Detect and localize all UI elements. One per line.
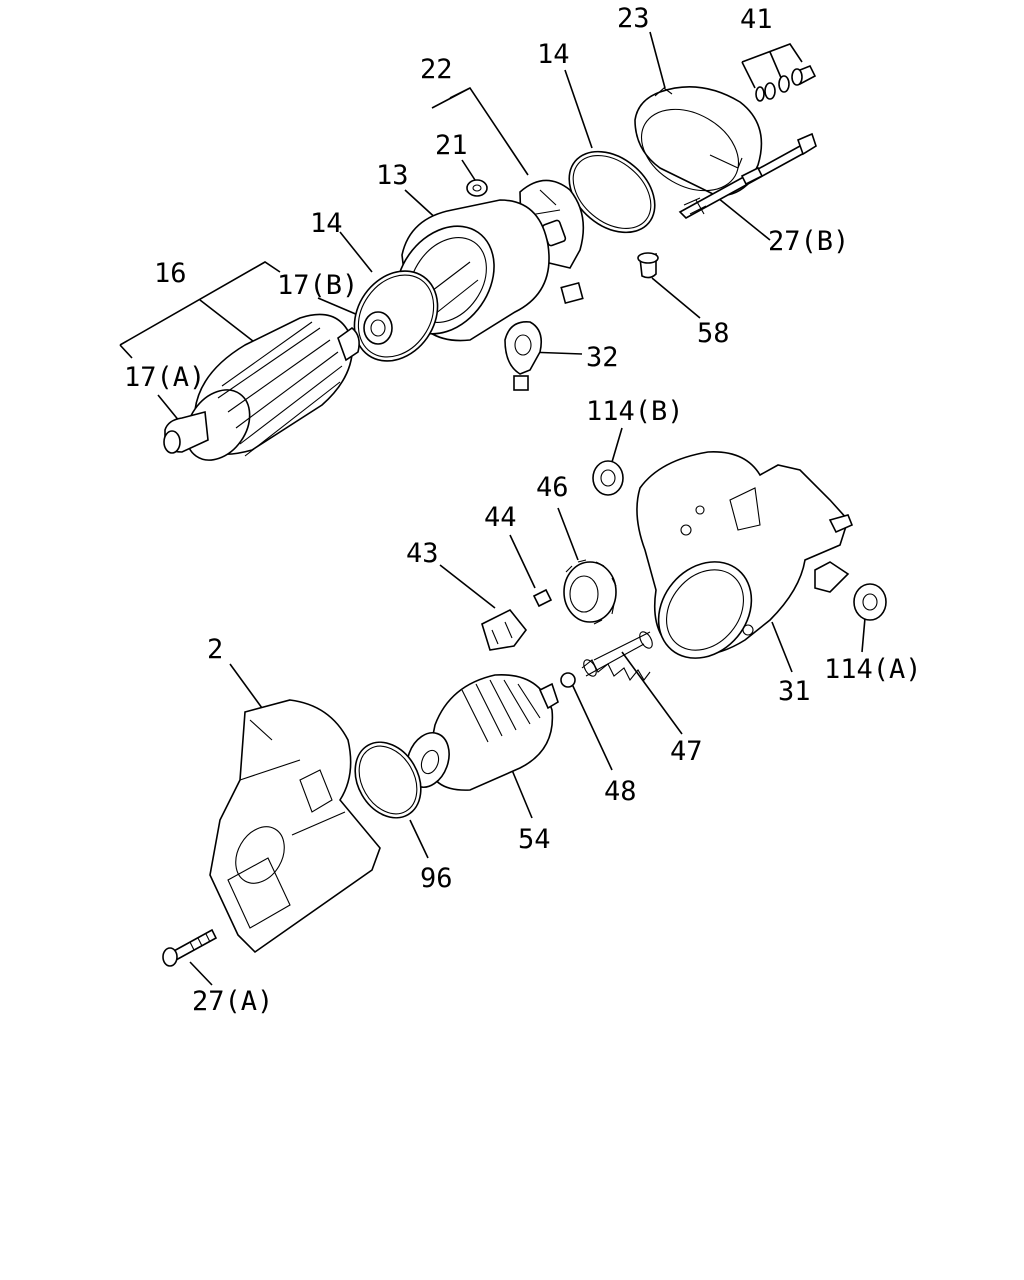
leader-31 xyxy=(771,621,793,673)
part-114a-nut xyxy=(853,583,887,621)
leader-14-left xyxy=(339,231,373,273)
label-44: 44 xyxy=(484,502,517,533)
leader-54 xyxy=(511,769,533,819)
part-41-screw-washers xyxy=(755,64,817,102)
label-16: 16 xyxy=(154,258,187,289)
label-27a: 27(A) xyxy=(192,986,273,1017)
leader-114a xyxy=(861,617,866,653)
label-96: 96 xyxy=(420,863,453,894)
leader-22 xyxy=(431,86,529,176)
leader-27b xyxy=(717,197,771,241)
part-2-gear-case xyxy=(209,699,381,954)
label-14-top: 14 xyxy=(537,39,570,70)
leader-14-top xyxy=(564,69,593,149)
part-27a-screw xyxy=(162,928,218,967)
label-54: 54 xyxy=(518,824,551,855)
leader-41 xyxy=(741,43,803,89)
label-41: 41 xyxy=(740,4,773,35)
label-31: 31 xyxy=(778,676,811,707)
leader-23 xyxy=(649,31,666,89)
leader-17a xyxy=(157,394,181,423)
label-21: 21 xyxy=(435,130,468,161)
part-47-spring xyxy=(581,631,653,682)
label-13: 13 xyxy=(376,160,409,191)
label-23: 23 xyxy=(617,3,650,34)
label-2: 2 xyxy=(207,634,223,665)
label-17b: 17(B) xyxy=(277,270,358,301)
leader-46 xyxy=(557,507,579,561)
leader-44 xyxy=(509,534,536,589)
label-58: 58 xyxy=(697,318,730,349)
label-46: 46 xyxy=(536,472,569,503)
part-16-armature xyxy=(163,313,360,461)
part-14-o-ring-top xyxy=(568,150,656,234)
label-32: 32 xyxy=(586,342,619,373)
leader-2 xyxy=(229,663,263,709)
part-43-retainer xyxy=(481,608,528,651)
part-44-pin xyxy=(532,588,553,608)
part-32-bracket xyxy=(504,321,543,391)
part-23-rear-cover xyxy=(634,86,763,197)
part-17b-bearing xyxy=(363,311,393,345)
label-114a: 114(A) xyxy=(824,654,922,685)
leader-27a xyxy=(189,961,213,986)
label-27b: 27(B) xyxy=(768,226,849,257)
leader-21 xyxy=(461,159,476,181)
leader-96 xyxy=(409,819,429,859)
label-17a: 17(A) xyxy=(124,362,205,393)
part-114b-nut xyxy=(592,460,624,496)
label-47: 47 xyxy=(670,736,703,767)
part-27b-through-bolt xyxy=(678,132,817,219)
leader-114b xyxy=(611,427,623,463)
part-31-front-housing xyxy=(636,451,854,659)
leader-48 xyxy=(571,683,613,771)
label-14-left: 14 xyxy=(310,208,343,239)
part-46-idler-gear xyxy=(563,559,617,625)
part-96-o-ring xyxy=(354,741,422,819)
leader-16 xyxy=(119,261,281,359)
leader-43 xyxy=(439,564,496,609)
part-48-ball xyxy=(560,672,576,688)
part-54-clutch-pinion xyxy=(406,674,559,791)
part-58-plug xyxy=(637,252,659,279)
label-22: 22 xyxy=(420,54,453,85)
part-labels: 23 41 22 14 21 13 14 16 17(B) 17(A) 32 5… xyxy=(124,3,922,1017)
leader-47 xyxy=(621,651,683,735)
label-48: 48 xyxy=(604,776,637,807)
label-114b: 114(B) xyxy=(586,396,684,427)
part-21-bushing xyxy=(466,179,488,197)
leader-58 xyxy=(651,277,701,319)
label-43: 43 xyxy=(406,538,439,569)
